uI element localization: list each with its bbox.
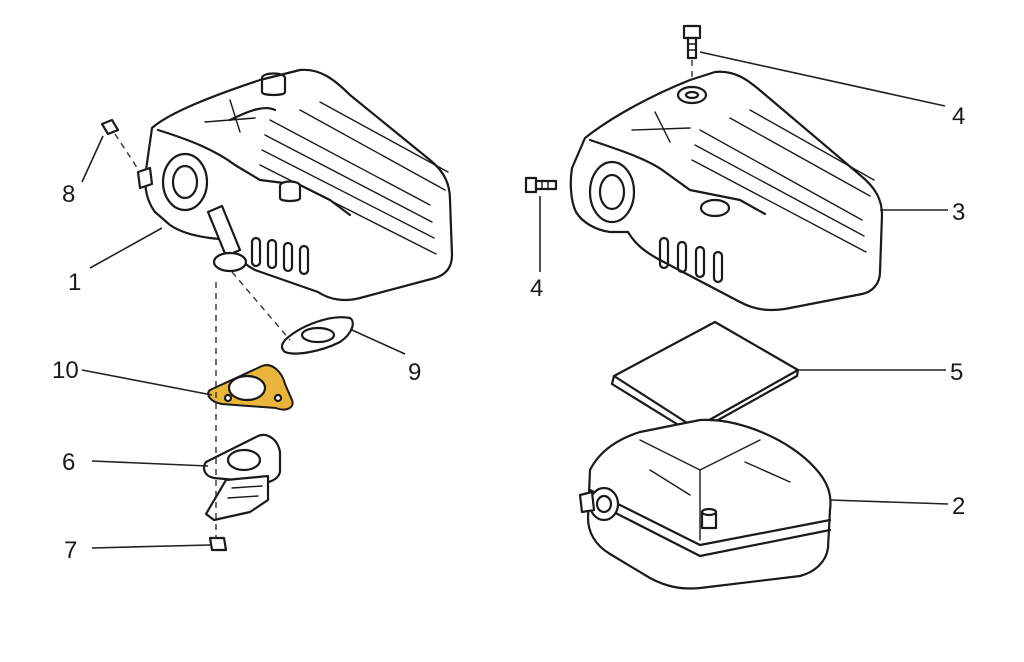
muffler-cover-left bbox=[136, 68, 454, 302]
part-6-flange bbox=[203, 433, 282, 522]
label-10: 10 bbox=[52, 357, 79, 384]
label-2: 2 bbox=[952, 493, 965, 520]
part-9-gasket bbox=[231, 271, 354, 355]
part-4-bolt-top bbox=[682, 24, 702, 82]
part-8-plug bbox=[100, 118, 141, 173]
part-labels: 8 1 10 6 7 9 4 3 4 5 2 bbox=[52, 103, 965, 564]
part-10-gasket-highlighted bbox=[207, 364, 294, 411]
part-2-muffler-body bbox=[578, 418, 832, 590]
label-4-top: 4 bbox=[952, 103, 965, 130]
part-4-bolt-side bbox=[524, 176, 558, 194]
label-1: 1 bbox=[68, 269, 81, 296]
label-3: 3 bbox=[952, 199, 965, 226]
label-9: 9 bbox=[408, 359, 421, 386]
part-5-pad bbox=[610, 320, 800, 436]
label-6: 6 bbox=[62, 449, 75, 476]
part-7-nut bbox=[208, 536, 228, 552]
label-5: 5 bbox=[950, 359, 963, 386]
muffler-cover-right bbox=[569, 70, 884, 312]
highlight-leader-10 bbox=[81, 369, 213, 396]
label-4-side: 4 bbox=[530, 275, 543, 302]
label-8: 8 bbox=[62, 181, 75, 208]
label-7: 7 bbox=[64, 537, 77, 564]
leader-lines bbox=[81, 51, 949, 549]
